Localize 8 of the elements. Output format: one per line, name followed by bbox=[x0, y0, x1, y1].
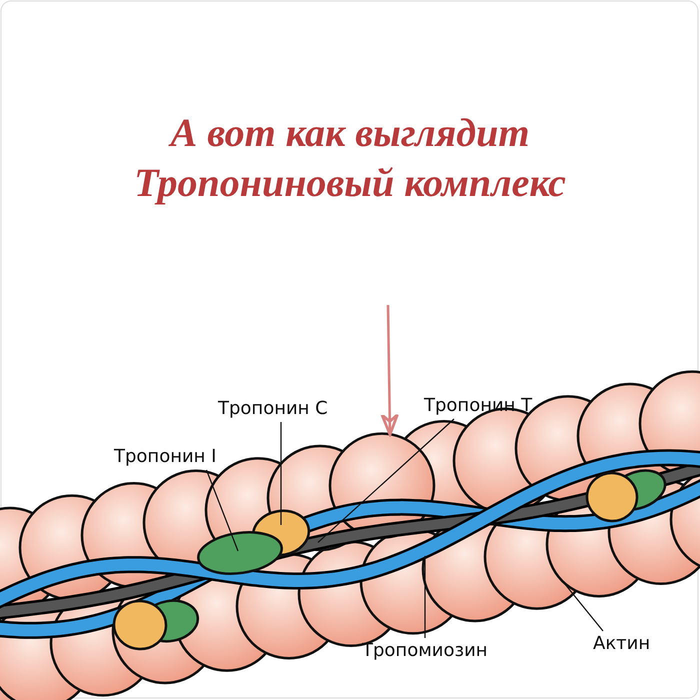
part-label: Тропонин I bbox=[114, 446, 216, 468]
arrow bbox=[380, 304, 399, 436]
actin-sphere bbox=[328, 432, 436, 539]
part-label: Тропонин C bbox=[218, 398, 328, 420]
leader-line bbox=[280, 422, 282, 525]
part-label: Тропомиозин bbox=[362, 640, 488, 662]
part-label: Актин bbox=[593, 633, 650, 655]
title: А вот как выглядит Тропониновый комплекс bbox=[133, 109, 567, 207]
